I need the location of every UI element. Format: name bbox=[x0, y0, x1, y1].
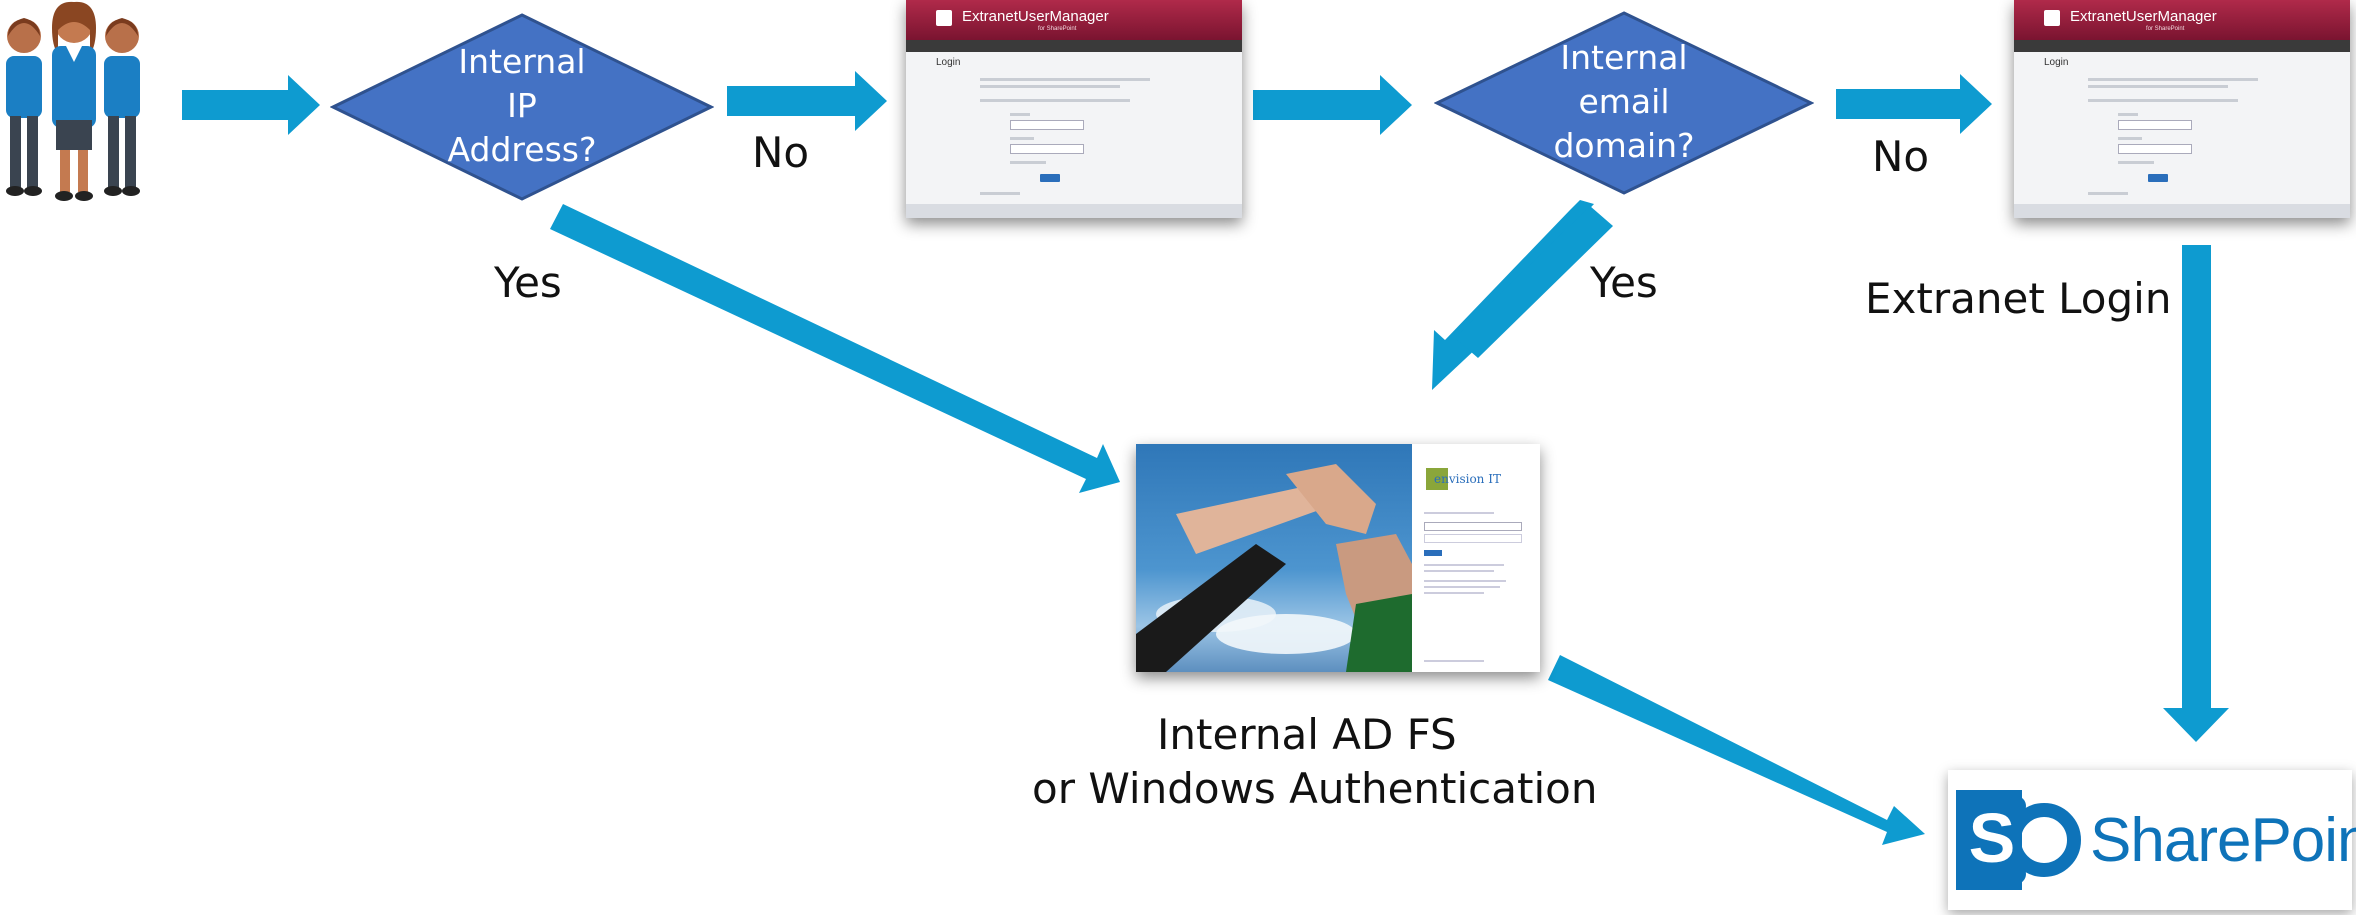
arrow-login-to-email bbox=[1253, 75, 1412, 135]
arrow-ip-yes bbox=[550, 204, 1120, 493]
label-no-ip: No bbox=[752, 128, 810, 177]
decision-ip-diamond bbox=[330, 13, 714, 201]
arrow-email-no bbox=[1836, 74, 1992, 134]
adfs-login-screenshot: envision IT bbox=[1136, 444, 1540, 672]
decision-email-text: Internal email domain? bbox=[1553, 38, 1695, 165]
eum-title: Login bbox=[936, 57, 961, 68]
label-no-email: No bbox=[1872, 132, 1930, 181]
eum-sub: for SharePoint bbox=[1038, 26, 1077, 32]
people-icon bbox=[6, 1, 140, 201]
label-adfs-line2: or Windows Authentication bbox=[1032, 764, 1598, 813]
envision-logo-icon bbox=[1426, 468, 1448, 490]
envision-brand: envision IT bbox=[1434, 472, 1501, 486]
decision-email-diamond bbox=[1434, 11, 1814, 195]
arrow-adfs-to-sp bbox=[1548, 655, 1925, 845]
arrow-email-yes-shaft bbox=[1455, 206, 1613, 358]
sharepoint-name: SharePoint bbox=[2090, 806, 2356, 875]
hands-photo bbox=[1136, 444, 1412, 672]
sharepoint-logo: S SharePoint bbox=[1948, 770, 2356, 910]
eum-brand: ExtranetUserManager bbox=[2070, 8, 2217, 25]
arrow-ip-no bbox=[727, 71, 887, 131]
label-adfs-line1: Internal AD FS bbox=[1157, 710, 1457, 759]
extranet-login-screenshot-1: ExtranetUserManager for SharePoint Login bbox=[906, 0, 1242, 218]
eum-title: Login bbox=[2044, 57, 2069, 68]
eum-brand: ExtranetUserManager bbox=[962, 8, 1109, 25]
label-extranet-login: Extranet Login bbox=[1865, 274, 2172, 323]
eum-logo-icon bbox=[936, 10, 952, 26]
sharepoint-icon bbox=[1956, 790, 2081, 890]
extranet-login-screenshot-2: ExtranetUserManager for SharePoint Login bbox=[2014, 0, 2350, 218]
label-yes-email: Yes bbox=[1590, 258, 1658, 307]
sharepoint-letter: S bbox=[1968, 799, 2016, 877]
arrow-people-to-ip bbox=[182, 75, 320, 135]
eum-logo-icon bbox=[2044, 10, 2060, 26]
decision-ip-text: Internal IP Address? bbox=[447, 42, 597, 169]
eum-sub: for SharePoint bbox=[2146, 26, 2185, 32]
arrow-extranet-down bbox=[2163, 245, 2229, 742]
label-yes-ip: Yes bbox=[494, 258, 562, 307]
